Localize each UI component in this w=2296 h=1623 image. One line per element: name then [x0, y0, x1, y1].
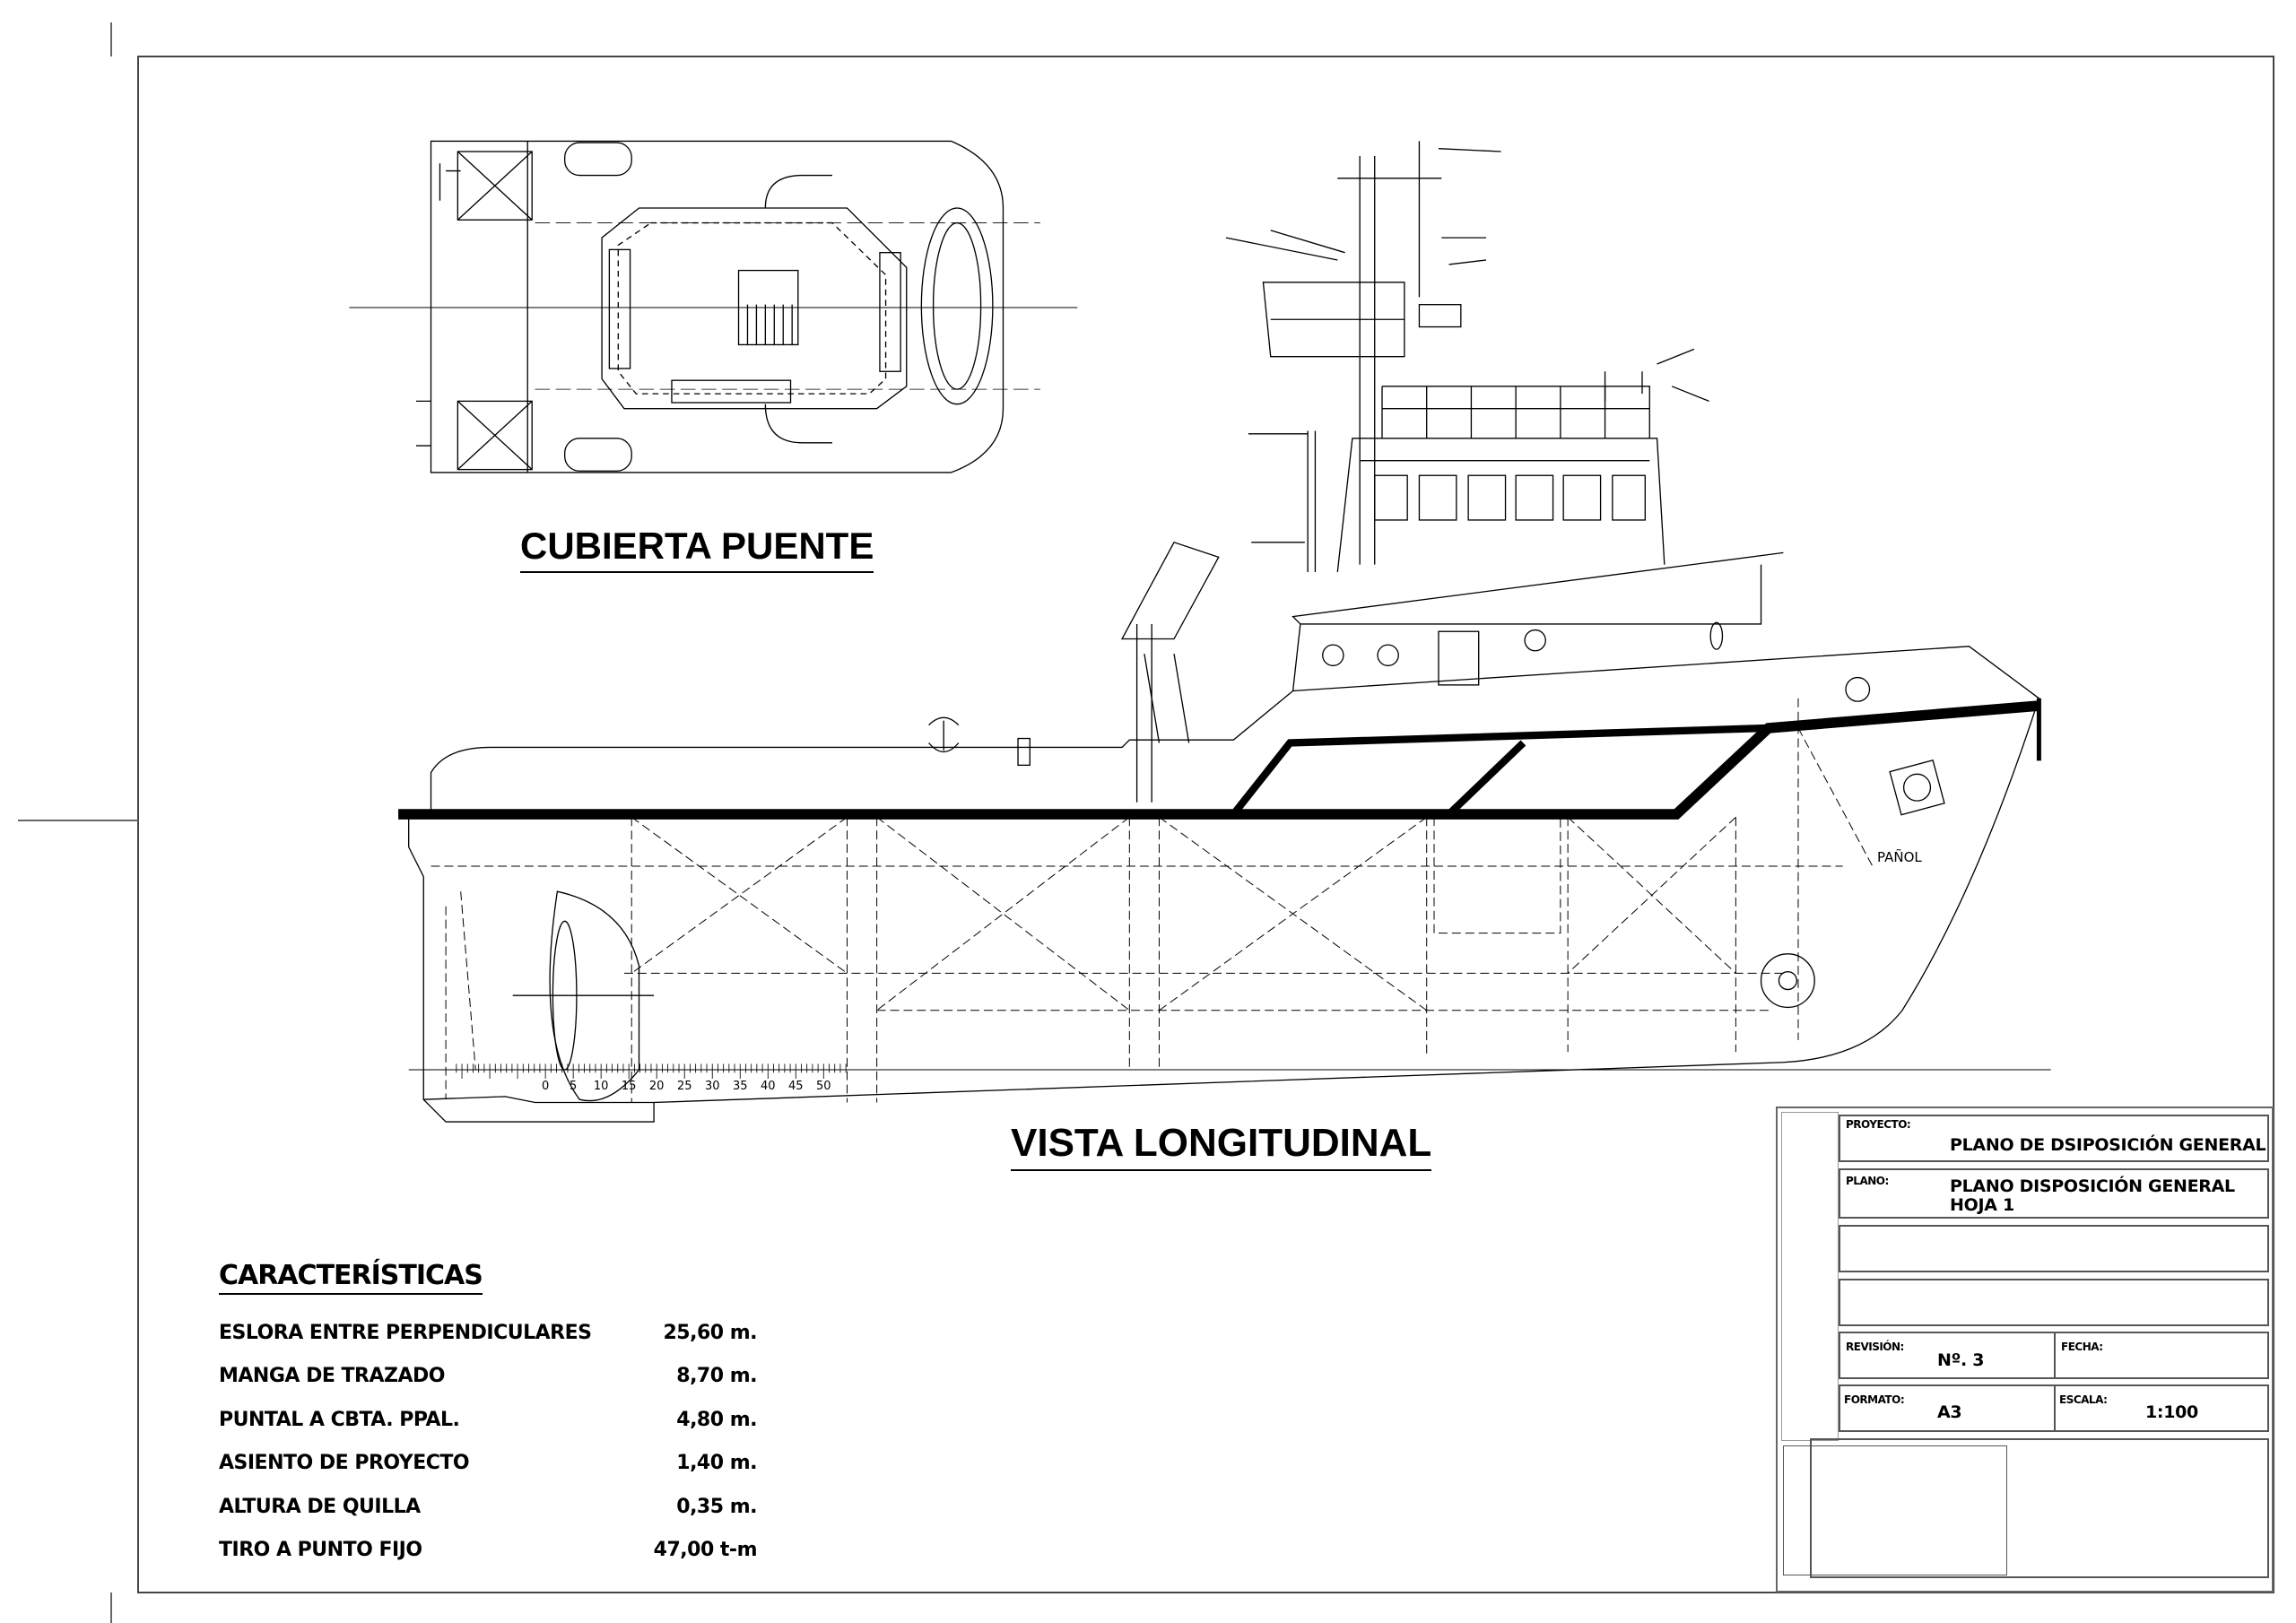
- frame-number: 25: [677, 1080, 692, 1093]
- sheet-border: [137, 56, 2274, 1593]
- plano-value-line2: HOJA 1: [1950, 1195, 2014, 1215]
- fecha-cell: FECHA:: [2054, 1332, 2269, 1379]
- frame-number: 10: [594, 1080, 609, 1093]
- characteristic-row: TIRO A PUNTO FIJO 47,00 t-m: [219, 1529, 758, 1573]
- characteristic-row: MANGA DE TRAZADO 8,70 m.: [219, 1355, 758, 1399]
- logo-area: [1810, 1438, 2269, 1578]
- frame-number: 5: [570, 1080, 577, 1093]
- plano-value-line1: PLANO DISPOSICIÓN GENERAL: [1950, 1176, 2235, 1196]
- frame-number: 35: [733, 1080, 748, 1093]
- characteristic-value: 1,40 m.: [676, 1452, 757, 1475]
- characteristics-table: CARACTERÍSTICAS ESLORA ENTRE PERPENDICUL…: [219, 1260, 758, 1573]
- characteristic-value: 4,80 m.: [676, 1408, 757, 1431]
- characteristic-value: 47,00 t-m: [653, 1539, 758, 1562]
- characteristic-label: PUNTAL A CBTA. PPAL.: [219, 1408, 460, 1431]
- escala-value: 1:100: [2145, 1402, 2198, 1422]
- revision-cell: REVISIÓN: Nº. 3: [1839, 1332, 2056, 1379]
- frame-number: 40: [761, 1080, 776, 1093]
- characteristic-row: PUNTAL A CBTA. PPAL. 4,80 m.: [219, 1398, 758, 1442]
- revision-value: Nº. 3: [1937, 1350, 1985, 1370]
- escala-label: ESCALA:: [2059, 1393, 2108, 1406]
- formato-value: A3: [1937, 1402, 1962, 1422]
- stamp-box: [1783, 1445, 2007, 1575]
- frame-number: 0: [542, 1080, 549, 1093]
- bridge-deck-plan: [349, 140, 1078, 473]
- longitudinal-profile: [398, 141, 2051, 1123]
- characteristic-label: ASIENTO DE PROYECTO: [219, 1452, 470, 1475]
- compartment-label: PAÑOL: [1877, 849, 1922, 865]
- proyecto-cell: PROYECTO: PLANO DE DSIPOSICIÓN GENERAL: [1839, 1115, 2269, 1162]
- characteristic-row: ALTURA DE QUILLA 0,35 m.: [219, 1485, 758, 1529]
- escala-cell: ESCALA: 1:100: [2054, 1384, 2269, 1432]
- characteristic-value: 0,35 m.: [676, 1495, 757, 1518]
- frame-number: 20: [649, 1080, 665, 1093]
- characteristic-value: 25,60 m.: [663, 1321, 757, 1344]
- characteristic-label: TIRO A PUNTO FIJO: [219, 1539, 422, 1562]
- blank-cell: [1839, 1225, 2269, 1272]
- characteristic-label: MANGA DE TRAZADO: [219, 1365, 445, 1388]
- characteristic-value: 8,70 m.: [676, 1365, 757, 1388]
- frame-number: 50: [816, 1080, 831, 1093]
- revision-label: REVISIÓN:: [1846, 1341, 1904, 1353]
- proyecto-value: PLANO DE DSIPOSICIÓN GENERAL: [1950, 1135, 2266, 1155]
- formato-cell: FORMATO: A3: [1839, 1384, 2056, 1432]
- characteristics-title: CARACTERÍSTICAS: [219, 1260, 483, 1295]
- frame-number: 45: [788, 1080, 804, 1093]
- blank-cell: [1839, 1279, 2269, 1326]
- characteristic-row: ESLORA ENTRE PERPENDICULARES 25,60 m.: [219, 1311, 758, 1355]
- frame-number: 15: [622, 1080, 637, 1093]
- formato-label: FORMATO:: [1844, 1393, 1905, 1406]
- plan-view-title: CUBIERTA PUENTE: [520, 525, 874, 573]
- profile-view-title: VISTA LONGITUDINAL: [1011, 1121, 1432, 1171]
- plano-cell: PLANO: PLANO DISPOSICIÓN GENERAL HOJA 1: [1839, 1168, 2269, 1219]
- plano-label: PLANO:: [1846, 1175, 1889, 1187]
- wheelhouse-windows: [1374, 474, 1646, 521]
- characteristic-row: ASIENTO DE PROYECTO 1,40 m.: [219, 1442, 758, 1486]
- proyecto-label: PROYECTO:: [1846, 1118, 1911, 1131]
- frame-number: 30: [705, 1080, 720, 1093]
- characteristic-label: ALTURA DE QUILLA: [219, 1495, 421, 1518]
- fecha-label: FECHA:: [2061, 1341, 2103, 1353]
- characteristic-label: ESLORA ENTRE PERPENDICULARES: [219, 1321, 592, 1344]
